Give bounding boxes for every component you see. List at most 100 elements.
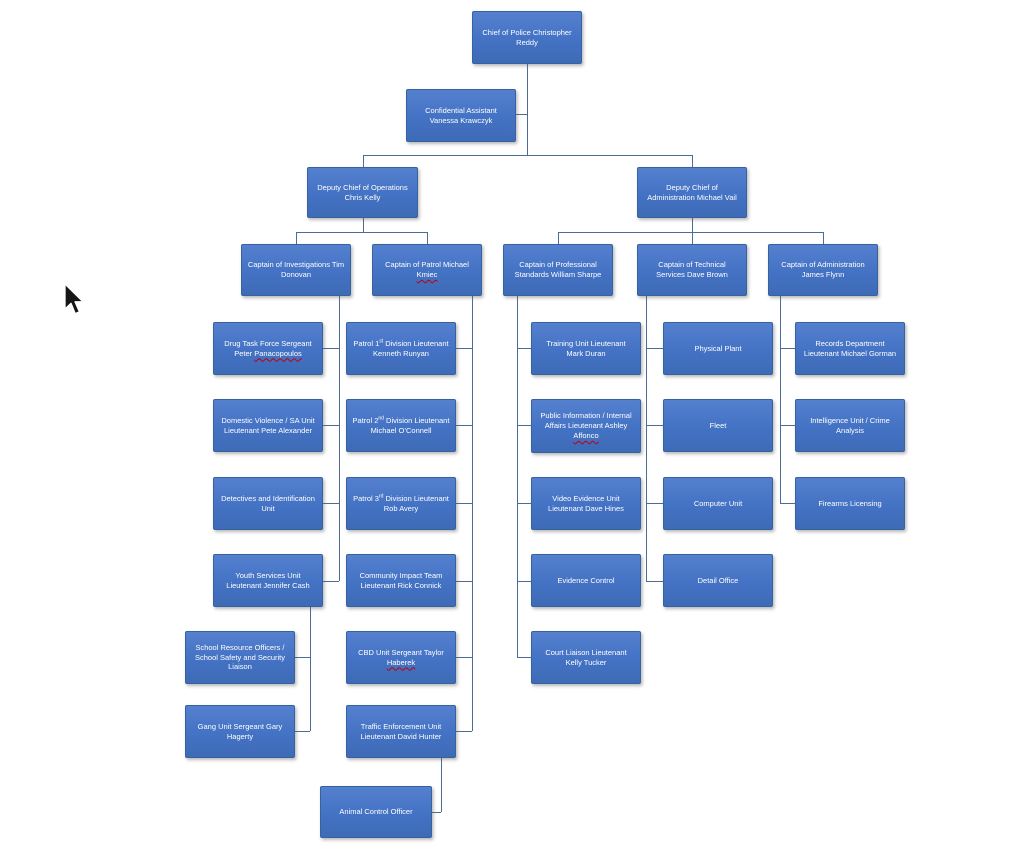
org-node-capt_admin[interactable]: Captain of Administration James Flynn [768, 244, 878, 296]
org-node-community[interactable]: Community Impact Team Lieutenant Rick Co… [346, 554, 456, 607]
org-node-traffic[interactable]: Traffic Enforcement Unit Lieutenant Davi… [346, 705, 456, 758]
org-node-label: Physical Plant [694, 343, 742, 353]
connector-line [363, 218, 365, 232]
org-node-patrol1[interactable]: Patrol 1st Division Lieutenant Kenneth R… [346, 322, 456, 375]
connector-line [456, 425, 472, 427]
org-node-label: Patrol 2nd Division Lieutenant Michael O… [352, 415, 450, 435]
org-node-label: Deputy Chief of Operations Chris Kelly [317, 182, 408, 202]
org-node-label: Youth Services Unit Lieutenant Jennifer … [226, 570, 310, 590]
org-node-label: Firearms Licensing [818, 498, 882, 508]
connector-line [427, 232, 429, 244]
org-node-label: Training Unit Lieutenant Mark Duran [546, 338, 626, 358]
org-node-label: Patrol 3rd Division Lieutenant Rob Avery [353, 493, 449, 513]
org-node-label: School Resource Officers / School Safety… [194, 642, 286, 672]
connector-line [323, 348, 339, 350]
org-node-detectives[interactable]: Detectives and Identification Unit [213, 477, 323, 530]
org-node-label: Evidence Control [557, 575, 615, 585]
org-node-chief[interactable]: Chief of Police Christopher Reddy [472, 11, 582, 64]
org-node-label: Confidential Assistant Vanessa Krawczyk [425, 105, 497, 125]
org-node-label: Gang Unit Sergeant Gary Hagerty [197, 721, 283, 741]
connector-line [823, 232, 825, 244]
connector-line [517, 348, 531, 350]
connector-line [646, 425, 663, 427]
org-node-training[interactable]: Training Unit Lieutenant Mark Duran [531, 322, 641, 375]
org-node-label: CBD Unit Sergeant Taylor Haberek [358, 647, 444, 667]
connector-line [558, 232, 823, 234]
connector-line [310, 607, 312, 731]
connector-line [363, 155, 692, 157]
connector-line [780, 348, 795, 350]
connector-line [432, 812, 441, 814]
org-node-label: Drug Task Force Sergeant Peter Panacopou… [224, 338, 312, 358]
org-node-fleet[interactable]: Fleet [663, 399, 773, 452]
org-node-youth[interactable]: Youth Services Unit Lieutenant Jennifer … [213, 554, 323, 607]
connector-line [296, 232, 298, 244]
org-node-cbd[interactable]: CBD Unit Sergeant Taylor Haberek [346, 631, 456, 684]
org-node-label: Captain of Administration James Flynn [781, 260, 865, 279]
org-node-label: Captain of Patrol Michael Kmiec [385, 260, 469, 279]
org-node-label: Captain of Technical Services Dave Brown [656, 260, 728, 279]
org-node-detail[interactable]: Detail Office [663, 554, 773, 607]
org-node-gang[interactable]: Gang Unit Sergeant Gary Hagerty [185, 705, 295, 758]
org-node-school[interactable]: School Resource Officers / School Safety… [185, 631, 295, 684]
connector-line [456, 581, 472, 583]
org-node-dep_ops[interactable]: Deputy Chief of Operations Chris Kelly [307, 167, 418, 218]
connector-line [517, 503, 531, 505]
org-node-capt_patrol[interactable]: Captain of Patrol Michael Kmiec [372, 244, 482, 296]
org-node-label: Detectives and Identification Unit [221, 493, 315, 513]
org-node-computer[interactable]: Computer Unit [663, 477, 773, 530]
org-node-court[interactable]: Court Liaison Lieutenant Kelly Tucker [531, 631, 641, 684]
org-node-label: Detail Office [697, 575, 739, 585]
connector-line [780, 296, 782, 503]
org-node-label: Deputy Chief of Administration Michael V… [647, 182, 737, 202]
org-node-label: Records Department Lieutenant Michael Go… [803, 338, 897, 358]
org-node-records[interactable]: Records Department Lieutenant Michael Go… [795, 322, 905, 375]
connector-line [558, 232, 560, 244]
org-node-dv_unit[interactable]: Domestic Violence / SA Unit Lieutenant P… [213, 399, 323, 452]
org-node-label: Domestic Violence / SA Unit Lieutenant P… [221, 415, 315, 435]
connector-line [780, 503, 795, 505]
org-node-physical[interactable]: Physical Plant [663, 322, 773, 375]
connector-line [646, 348, 663, 350]
connector-line [456, 503, 472, 505]
org-node-pub_info[interactable]: Public Information / Internal Affairs Li… [531, 399, 641, 453]
org-node-label: Court Liaison Lieutenant Kelly Tucker [545, 647, 627, 667]
org-node-drug[interactable]: Drug Task Force Sergeant Peter Panacopou… [213, 322, 323, 375]
org-node-label: Intelligence Unit / Crime Analysis [810, 415, 890, 435]
org-node-patrol2[interactable]: Patrol 2nd Division Lieutenant Michael O… [346, 399, 456, 452]
connector-line [517, 581, 531, 583]
org-node-animal[interactable]: Animal Control Officer [320, 786, 432, 838]
org-node-label: Community Impact Team Lieutenant Rick Co… [359, 570, 443, 590]
org-node-label: Traffic Enforcement Unit Lieutenant Davi… [360, 721, 442, 741]
connector-line [323, 503, 339, 505]
mouse-cursor-icon [64, 284, 84, 315]
org-node-dep_admin[interactable]: Deputy Chief of Administration Michael V… [637, 167, 747, 218]
org-node-label: Video Evidence Unit Lieutenant Dave Hine… [548, 493, 624, 513]
org-node-patrol3[interactable]: Patrol 3rd Division Lieutenant Rob Avery [346, 477, 456, 530]
connector-line [363, 155, 365, 167]
connector-line [441, 758, 443, 812]
org-node-firearms[interactable]: Firearms Licensing [795, 477, 905, 530]
org-node-evidence[interactable]: Evidence Control [531, 554, 641, 607]
org-node-intel[interactable]: Intelligence Unit / Crime Analysis [795, 399, 905, 452]
connector-line [516, 114, 527, 116]
connector-line [296, 232, 427, 234]
org-node-confidential[interactable]: Confidential Assistant Vanessa Krawczyk [406, 89, 516, 142]
connector-line [295, 657, 310, 659]
org-node-video[interactable]: Video Evidence Unit Lieutenant Dave Hine… [531, 477, 641, 530]
org-node-capt_prof[interactable]: Captain of Professional Standards Willia… [503, 244, 613, 296]
org-node-label: Captain of Professional Standards Willia… [514, 260, 602, 279]
org-node-capt_tech[interactable]: Captain of Technical Services Dave Brown [637, 244, 747, 296]
connector-line [295, 731, 310, 733]
org-node-label: Captain of Investigations Tim Donovan [247, 260, 345, 279]
connector-line [456, 731, 472, 733]
org-node-label: Patrol 1st Division Lieutenant Kenneth R… [353, 338, 449, 358]
connector-line [323, 425, 339, 427]
connector-line [646, 296, 648, 581]
org-node-label: Public Information / Internal Affairs Li… [540, 411, 632, 440]
connector-line [472, 296, 474, 731]
org-node-label: Chief of Police Christopher Reddy [482, 27, 572, 47]
org-node-capt_inv[interactable]: Captain of Investigations Tim Donovan [241, 244, 351, 296]
connector-line [517, 657, 531, 659]
